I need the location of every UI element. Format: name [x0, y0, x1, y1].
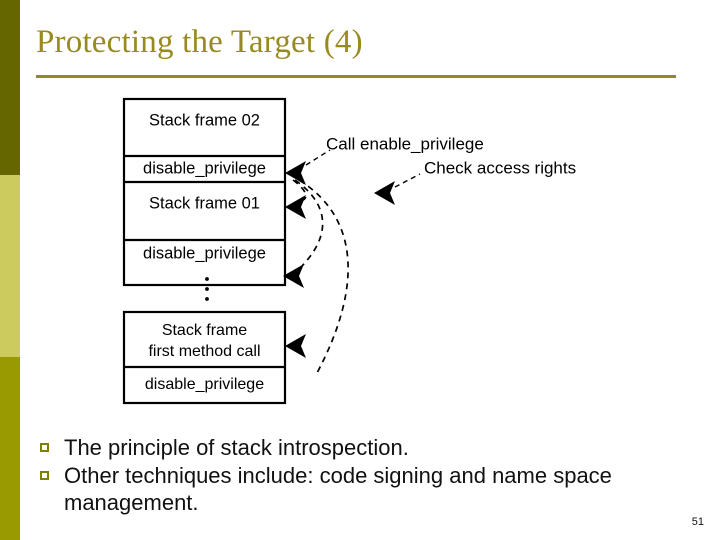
stack-ellipsis	[205, 277, 209, 301]
stack-box-upper: Stack frame 02 disable_privilege Stack f…	[122, 97, 287, 287]
square-bullet-icon	[40, 471, 49, 480]
title-underline-rule	[36, 75, 676, 78]
diagram-arrowheads	[283, 161, 395, 358]
arrowhead-call-enable	[285, 161, 306, 185]
annotation-call-enable-privilege: Call enable_privilege	[326, 134, 484, 153]
stack-bottom-label-line2: first method call	[148, 343, 260, 360]
slide-title: Protecting the Target (4)	[36, 24, 363, 60]
curve-to-row2	[294, 179, 324, 269]
arrowhead-check-access	[374, 181, 395, 205]
stack-box-lower: Stack frame first method call disable_pr…	[122, 310, 287, 405]
sidebar-band-bottom	[0, 357, 20, 540]
leader-check-access	[394, 173, 421, 188]
bullet-item-0: The principle of stack introspection.	[40, 434, 680, 461]
bullet-text-1: Other techniques include: code signing a…	[64, 463, 612, 515]
curve-to-lower-box	[298, 179, 349, 374]
arrowhead-stackframe01	[283, 264, 304, 288]
curve-to-row1	[292, 179, 307, 202]
annotation-leader-lines	[305, 149, 421, 188]
bullet-text-0: The principle of stack introspection.	[64, 435, 409, 460]
sidebar-band-middle	[0, 175, 20, 357]
bullet-list: The principle of stack introspection. Ot…	[40, 434, 680, 517]
square-bullet-icon	[40, 443, 49, 452]
page-number: 51	[691, 516, 704, 528]
leader-call-enable	[305, 149, 331, 166]
bullet-item-1: Other techniques include: code signing a…	[40, 462, 680, 516]
stack-row-label-0: Stack frame 02	[149, 111, 260, 129]
dashed-connector-curves	[292, 179, 349, 374]
stack-bottom-label-disable: disable_privilege	[145, 376, 264, 393]
sidebar-band-top	[0, 0, 20, 175]
arrowhead-row-disable	[285, 195, 306, 219]
stack-introspection-diagram: Stack frame 02 disable_privilege Stack f…	[0, 88, 720, 418]
stack-row-label-2: Stack frame 01	[149, 194, 260, 212]
annotation-check-access-rights: Check access rights	[424, 158, 576, 177]
stack-bottom-label-line1: Stack frame	[162, 322, 247, 339]
stack-row-label-3: disable_privilege	[143, 244, 266, 262]
arrowhead-first-method	[285, 334, 306, 358]
stack-row-label-1: disable_privilege	[143, 159, 266, 177]
